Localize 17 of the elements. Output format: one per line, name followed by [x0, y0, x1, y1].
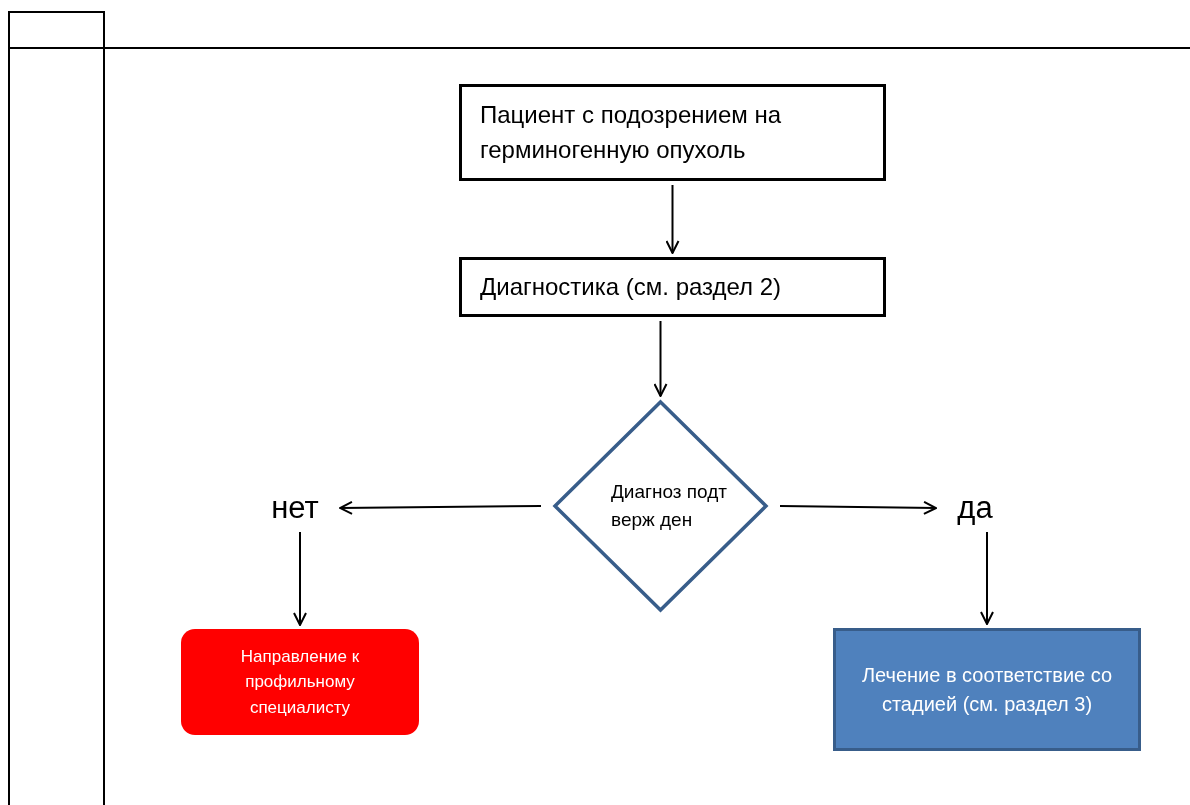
branch-label: нет [262, 488, 328, 528]
arrow [665, 184, 680, 254]
node-text: Направление к профильному специалисту [239, 645, 361, 719]
process-box [459, 257, 886, 317]
arrow [653, 320, 668, 397]
decision-text: Диагноз подтверж ден [611, 480, 729, 532]
process-box [459, 84, 886, 181]
process-box [833, 628, 1141, 751]
arrow [339, 500, 542, 515]
process-box [181, 629, 419, 735]
node-text: Пациент с подозрением на герминогенную опухоль [480, 99, 783, 165]
arrow [980, 531, 994, 625]
node-text: Лечение в соответствие со стадией (см. раздел 3) [860, 662, 1114, 717]
branch-label: да [948, 488, 1002, 528]
arrow [779, 500, 937, 515]
node-text: Диагностика (см. раздел 2) [480, 271, 782, 302]
arrow [293, 531, 307, 626]
